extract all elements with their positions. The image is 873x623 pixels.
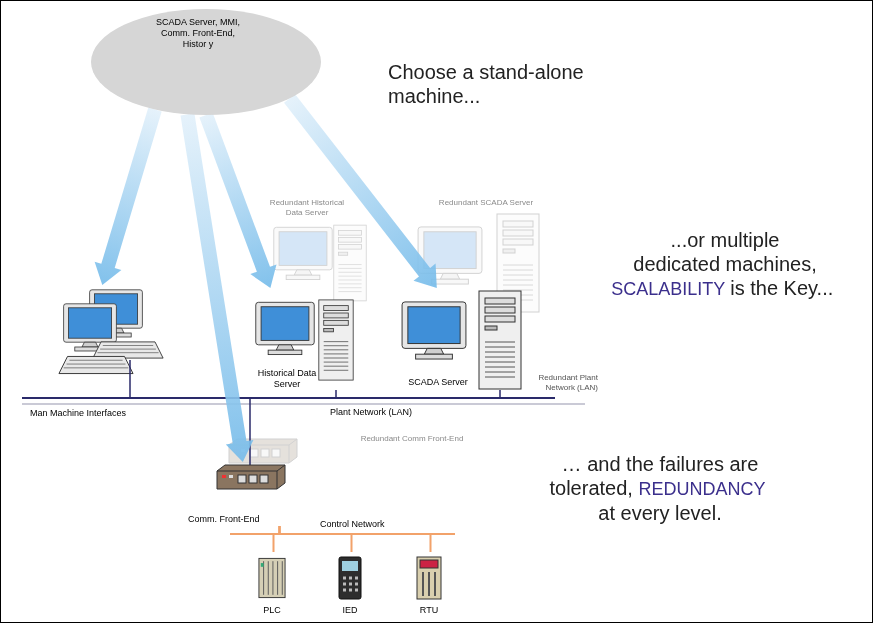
ghost-label: Redundant Comm Front-End: [352, 434, 472, 444]
scalability-keyword: SCALABILITY: [611, 279, 725, 299]
redundancy-keyword: REDUNDANCY: [638, 479, 765, 499]
mmi-workstation: Man Machine Interfaces: [28, 285, 193, 422]
scalability-note: is the Key...: [730, 277, 833, 299]
node-label: PLC: [248, 605, 296, 616]
intro-note: Choose a stand-alone machine...: [388, 60, 638, 108]
node-label: Man Machine Interfaces: [30, 408, 170, 419]
ied-device: IED: [326, 552, 377, 618]
network-label: Plant Network (LAN): [330, 407, 440, 418]
stand-alone-machine: SCADA Server, MMI, Comm. Front-End, Hist…: [90, 8, 322, 116]
block-arrow: [95, 108, 162, 286]
node-label: Comm. Front-End: [188, 514, 272, 525]
block-arrow: [284, 94, 437, 288]
plc-device: PLC: [248, 552, 299, 618]
node-label: SCADA Server: [398, 377, 478, 388]
node-label: RTU: [405, 605, 453, 616]
redundancy-callout: … and the failures are tolerated,REDUNDA…: [535, 452, 785, 525]
block-arrow: [181, 113, 254, 462]
node-label: SCADA Server, MMI, Comm. Front-End, Hist…: [148, 17, 248, 50]
comm-front-end: Comm. Front-End: [185, 462, 290, 526]
ellipse-fill: [91, 9, 321, 115]
historical-server: Historical Data Server: [248, 288, 360, 392]
network-wire: [280, 526, 352, 552]
scalability-callout: ...or multiple dedicated machines, SCALAB…: [600, 228, 850, 301]
network-label: Control Network: [320, 519, 410, 530]
scalability-note: ...or multiple dedicated machines,: [628, 228, 823, 276]
ghost-label: Redundant SCADA Server: [436, 198, 536, 208]
ghost-label: Redundant Historical Data Server: [262, 198, 352, 218]
node-label: IED: [326, 605, 374, 616]
node-label: Historical Data Server: [252, 368, 322, 390]
scada-server: SCADA Server: [392, 288, 532, 392]
redundancy-note: at every level.: [535, 501, 785, 525]
network-label: Redundant Plant Network (LAN): [536, 373, 598, 393]
rtu-device: RTU: [405, 552, 456, 618]
network-wire: [280, 526, 431, 552]
